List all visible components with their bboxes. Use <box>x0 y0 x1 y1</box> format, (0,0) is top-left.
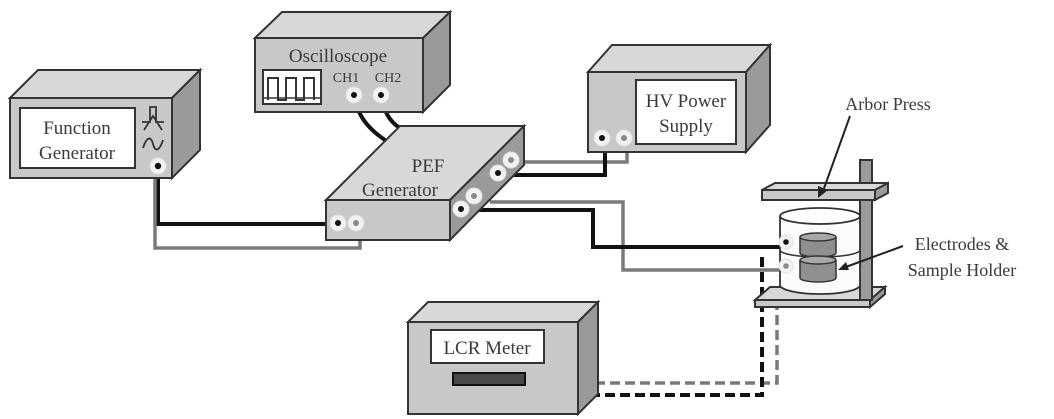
hv-power-supply-display <box>635 79 737 145</box>
hv-jack-signal[interactable] <box>593 129 611 147</box>
pef-generator: PEF Generator <box>323 123 527 243</box>
sample-holder-jack-signal[interactable] <box>778 234 794 250</box>
pef-generator-label-2: Generator <box>362 180 439 201</box>
arbor-press-base-side <box>869 284 886 310</box>
wire-sample-ground <box>490 200 785 272</box>
pulse-waveform-icon <box>142 106 164 131</box>
sample-holder-label-2: Sample Holder <box>908 260 1016 280</box>
lcr-meter-label: LCR Meter <box>443 338 531 359</box>
wire-fg-pef-signal <box>156 177 328 226</box>
annotation-arrows <box>818 115 904 270</box>
lcr-meter-test-fixture-connector[interactable] <box>452 372 526 386</box>
lcr-meter-top <box>405 301 601 323</box>
oscilloscope-top <box>252 11 453 39</box>
hv-power-supply-label-2: Supply <box>659 116 713 137</box>
arbor-press-arrowhead <box>818 186 828 198</box>
pef-generator-label-1: PEF <box>412 156 445 177</box>
sine-waveform-icon <box>142 137 164 151</box>
hv-power-supply-top <box>585 44 773 73</box>
oscilloscope-ch2-label: CH2 <box>375 71 401 86</box>
pef-output-jack-ground[interactable] <box>465 187 483 205</box>
hv-power-supply-label-1: HV Power <box>646 91 727 112</box>
wire-sample-signal <box>468 208 785 249</box>
sample-holder-arrow-line <box>842 245 904 269</box>
oscilloscope-ch1-jack[interactable] <box>345 86 363 104</box>
sample-holder: Electrodes & Sample Holder <box>778 207 1016 295</box>
sample-holder-jack-ground[interactable] <box>778 258 794 274</box>
function-generator: Function Generator <box>7 67 203 181</box>
oscilloscope-ch1-label: CH1 <box>333 71 359 86</box>
lcr-meter: LCR Meter <box>405 299 601 417</box>
pef-input-jack-signal[interactable] <box>329 214 347 232</box>
function-generator-label-1: Function <box>43 118 111 139</box>
pef-hv-jack-signal[interactable] <box>489 164 507 182</box>
wire-lcr-ground <box>520 300 779 385</box>
lower-electrode-top <box>799 255 837 265</box>
lcr-meter-display <box>430 329 545 364</box>
sample-holder-cylinder-top <box>779 207 861 225</box>
function-generator-output-jack[interactable] <box>149 157 167 175</box>
sample-holder-arrowhead <box>838 262 849 270</box>
function-generator-label-2: Generator <box>39 143 116 164</box>
sample-holder-label-1: Electrodes & <box>915 234 1009 254</box>
arbor-press-arrow-line <box>821 115 851 195</box>
lcr-meter-side <box>577 299 599 417</box>
function-generator-display <box>19 107 136 169</box>
oscilloscope-screen <box>262 69 322 105</box>
pef-input-jack-ground[interactable] <box>347 214 365 232</box>
arbor-press-plate-side <box>874 181 889 202</box>
arbor-press-base-front <box>754 299 871 308</box>
oscilloscope: Oscilloscope CH1 CH2 <box>252 9 453 115</box>
hv-power-supply: HV Power Supply <box>585 42 773 155</box>
oscilloscope-label: Oscilloscope <box>289 46 387 67</box>
upper-electrode-top <box>799 232 837 242</box>
function-generator-top <box>7 69 203 99</box>
arbor-press-post <box>859 159 873 301</box>
lower-electrode <box>799 260 837 283</box>
pef-generator-front <box>325 199 451 241</box>
pef-hv-jack-ground[interactable] <box>502 151 520 169</box>
square-wave-display-icon <box>267 77 315 101</box>
pef-output-jack-signal[interactable] <box>452 200 470 218</box>
oscilloscope-ch2-jack[interactable] <box>372 86 390 104</box>
hv-jack-ground[interactable] <box>615 129 633 147</box>
arbor-press-label: Arbor Press <box>845 94 931 114</box>
